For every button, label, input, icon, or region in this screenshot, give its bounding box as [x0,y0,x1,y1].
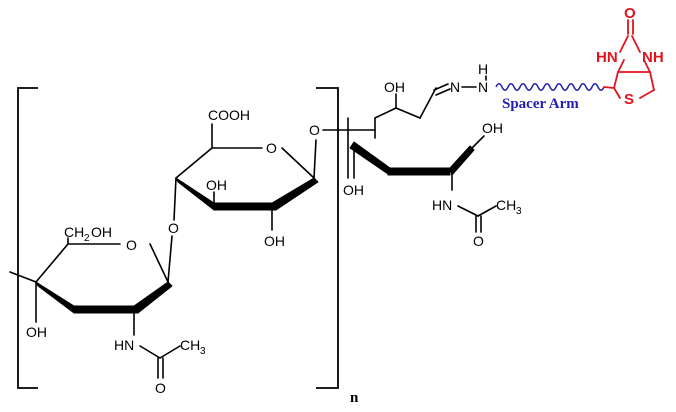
biotin-carbonyl-o-label: O [624,5,636,22]
biotin-nh-label: NH [642,49,664,66]
hydrazone-h-label: H [478,61,488,77]
ch2oh-suffix-label: OH [91,224,112,240]
spacer-arm-wave [495,83,605,91]
ring-a [9,235,173,336]
ring-b-oh-upper-label: OH [206,177,227,193]
ring-a-oxygen-label: O [126,237,137,253]
acetamido-group-a [139,345,181,379]
ch2oh-group: CH 2 OH [64,224,112,244]
glycosidic-oxygen-bc-label: O [309,122,320,138]
hydrazone-nh-n-label: N [478,79,488,95]
ring-a-nh-label: HN [114,337,134,353]
chain-ch3-subscript-label: 3 [516,206,522,217]
hydrazone-n-label: N [450,79,460,95]
chain-ch3-label: CH [496,197,516,213]
chain-ch2oh-oh-label: OH [482,120,503,136]
spacer-arm-label: Spacer Arm [502,96,579,112]
ring-b-oh-lower-label: OH [264,233,285,249]
repeat-bracket-right [316,87,339,389]
ring-b-oxygen-label: O [266,140,277,156]
biotin-sulfur-label: S [624,91,634,108]
ring-a-carbonyl-o-label: O [155,380,166,396]
chain-nh-label: HN [432,197,452,213]
glycosidic-bond-ab [173,177,177,221]
glycosidic-oxygen-ab-label: O [168,220,179,236]
chain-oh-left-label: OH [343,182,364,198]
biotin-hn-label: HN [596,49,618,66]
cooh-label: COOH [208,107,250,123]
biotin-group [603,19,655,99]
chain-oh-top-label: OH [384,79,405,95]
ring-a-oh-label: OH [26,324,47,340]
repeat-bracket-left [17,87,38,389]
ring-a-ch3-subscript-label: 3 [200,346,206,357]
chain-carbonyl-o-label: O [473,233,484,249]
reducing-end-chain [347,87,485,191]
ch2oh-prefix-label: CH [64,224,84,240]
ring-a-ch3-label: CH [180,337,200,353]
ring-b [175,123,319,231]
repeat-count-label: n [350,390,359,406]
ch2oh-subscript-label: 2 [84,233,90,244]
hydrazone-linkage [433,75,487,96]
acetamido-group-c [457,205,497,233]
